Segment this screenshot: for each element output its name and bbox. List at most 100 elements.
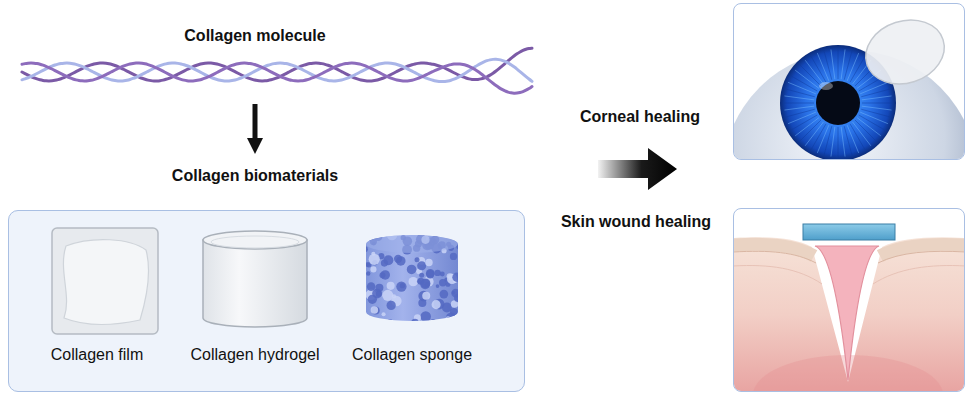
pore <box>440 271 445 276</box>
pore <box>408 277 417 286</box>
pore <box>387 301 396 310</box>
heading-label: Skin wound healing <box>561 213 711 230</box>
eye-glint <box>819 82 833 90</box>
panel-frame <box>733 3 965 160</box>
iris-fiber <box>784 103 814 104</box>
pore <box>436 284 440 288</box>
film-sheen <box>63 240 148 325</box>
pore <box>368 295 377 304</box>
text-holder: Collagen film <box>51 345 143 364</box>
iris-fiber <box>862 103 892 104</box>
pore <box>446 316 451 321</box>
pore <box>434 270 440 276</box>
heading-label: Collagen molecule <box>184 27 325 44</box>
iris-fiber <box>841 49 845 79</box>
iris-fiber <box>788 112 816 123</box>
dressing <box>803 224 895 240</box>
text-holder: Skin wound healing <box>561 212 711 231</box>
sponge-body <box>366 235 458 321</box>
pore <box>451 289 460 298</box>
heading-label: Corneal healing <box>580 108 700 125</box>
pore <box>457 291 462 296</box>
text-holder: Corneal healing <box>580 107 700 126</box>
dermis <box>734 237 964 391</box>
pore <box>367 282 376 291</box>
panel-frame <box>8 210 525 392</box>
pore <box>458 300 462 304</box>
text-holder: Collagen biomaterials <box>172 166 338 185</box>
iris-fiber <box>861 89 890 97</box>
item-label: Collagen film <box>51 346 143 363</box>
pore <box>430 319 436 325</box>
iris-fiber <box>861 109 890 117</box>
iris-fiber <box>862 106 892 110</box>
panel-ground <box>8 210 525 392</box>
pore <box>425 259 432 266</box>
iris-fiber <box>862 96 892 100</box>
pore <box>420 279 430 289</box>
application-panel: Corneal healing <box>555 3 965 160</box>
item-label: Collagen hydrogel <box>191 346 320 363</box>
skin-illustration <box>734 224 964 391</box>
pore <box>379 272 385 278</box>
dermis-line <box>873 266 964 284</box>
iris-fiber <box>786 109 815 117</box>
biomaterials-panel: Collagen biomaterialsCollagen film Collag… <box>8 158 525 392</box>
iris-fiber <box>844 51 852 80</box>
pore <box>382 312 386 316</box>
epidermis-left <box>734 244 814 256</box>
pore <box>446 313 457 324</box>
pore <box>371 306 379 314</box>
pore <box>417 261 426 270</box>
text-holder: Collagen hydrogel <box>191 345 320 364</box>
epidermis-right <box>880 244 964 256</box>
pore <box>375 284 383 292</box>
pore <box>369 254 380 265</box>
iris-fiber <box>847 125 858 153</box>
pore <box>371 306 378 313</box>
iris-fiber <box>824 51 832 80</box>
hydrogel-icon <box>203 231 307 327</box>
hydrogel-body <box>203 240 307 327</box>
pore <box>367 320 373 326</box>
film-sheet <box>52 228 158 334</box>
pore <box>420 311 431 322</box>
item-label: Collagen sponge <box>352 346 472 363</box>
pore <box>381 260 388 267</box>
pore <box>419 273 424 278</box>
iris-fiber <box>831 127 835 157</box>
pore <box>456 236 463 243</box>
iris-fiber <box>838 49 839 79</box>
sponge-top <box>366 235 458 253</box>
material-item: Collagen film <box>32 222 162 372</box>
film-icon <box>52 228 158 334</box>
iris-fiber <box>824 126 832 155</box>
pore <box>439 279 446 286</box>
pore <box>439 290 448 299</box>
iris-fiber <box>838 127 839 157</box>
contact-lens <box>857 10 952 94</box>
pore <box>432 300 441 309</box>
pupil <box>816 81 860 125</box>
hydrogel-top <box>203 231 307 249</box>
wound-cleft <box>815 246 879 380</box>
material-item: Collagen hydrogel <box>180 222 330 372</box>
iris-fiber <box>844 126 852 155</box>
iris-fiber <box>784 106 814 110</box>
sponge-icon <box>362 230 463 328</box>
pore <box>422 292 430 300</box>
pore <box>362 246 368 252</box>
sponge-pores <box>362 230 463 328</box>
pore <box>411 319 419 327</box>
pore <box>396 281 406 291</box>
pore <box>370 266 376 272</box>
pore <box>407 265 417 275</box>
panel-frame <box>733 208 965 392</box>
iris-fiber <box>860 82 888 93</box>
pore <box>368 232 373 237</box>
pore <box>366 271 370 275</box>
epidermis-line <box>878 251 964 263</box>
epidermis-line <box>734 251 816 263</box>
pore <box>365 235 371 241</box>
